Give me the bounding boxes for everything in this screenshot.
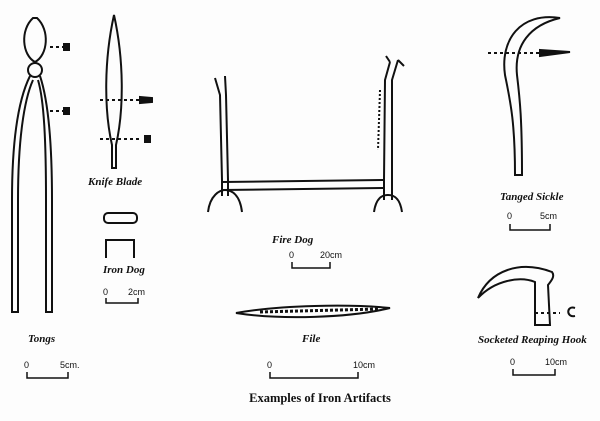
file-scale-end: 10cm: [353, 360, 376, 370]
knife-blade-drawing: [100, 14, 153, 169]
file-scale-bar: [269, 372, 359, 379]
iron-dog-scale-end: 2cm: [128, 287, 146, 297]
sickle-scale-start: 0: [507, 211, 513, 221]
tanged-sickle-drawing: [488, 16, 571, 176]
tongs-drawing: [11, 17, 70, 313]
knife-blade-label: Knife Blade: [88, 176, 143, 188]
fire-dog-scale-bar: [291, 262, 331, 269]
tongs-scale-end: 5cm.: [60, 360, 80, 370]
iron-dog-scale-start: 0: [103, 287, 109, 297]
tongs-scale-bar: [26, 372, 69, 379]
tongs-scale-start: 0: [24, 360, 30, 370]
figure-title: Examples of Iron Artifacts: [249, 391, 391, 405]
fire-dog-label: Fire Dog: [272, 234, 314, 246]
scale-bars: [26, 224, 556, 379]
socketed-reaping-hook-drawing: [477, 266, 576, 326]
hook-scale-bar: [512, 369, 556, 376]
tanged-sickle-label: Tanged Sickle: [500, 191, 564, 203]
iron-dog-label: Iron Dog: [103, 264, 145, 276]
tongs-label: Tongs: [28, 333, 56, 345]
socketed-reaping-hook-label: Socketed Reaping Hook: [478, 334, 587, 346]
iron-dog-drawing: [103, 212, 138, 258]
file-scale-start: 0: [267, 360, 273, 370]
hook-scale-start: 0: [510, 357, 516, 367]
file-drawing: [235, 304, 391, 319]
hook-scale-end: 10cm: [545, 357, 568, 367]
file-label: File: [302, 333, 321, 345]
fire-dog-drawing: [207, 55, 405, 213]
sickle-scale-bar: [509, 224, 551, 231]
iron-dog-scale-bar: [105, 298, 139, 304]
fire-dog-scale-start: 0: [289, 250, 295, 260]
fire-dog-scale-end: 20cm: [320, 250, 343, 260]
sickle-scale-end: 5cm: [540, 211, 558, 221]
